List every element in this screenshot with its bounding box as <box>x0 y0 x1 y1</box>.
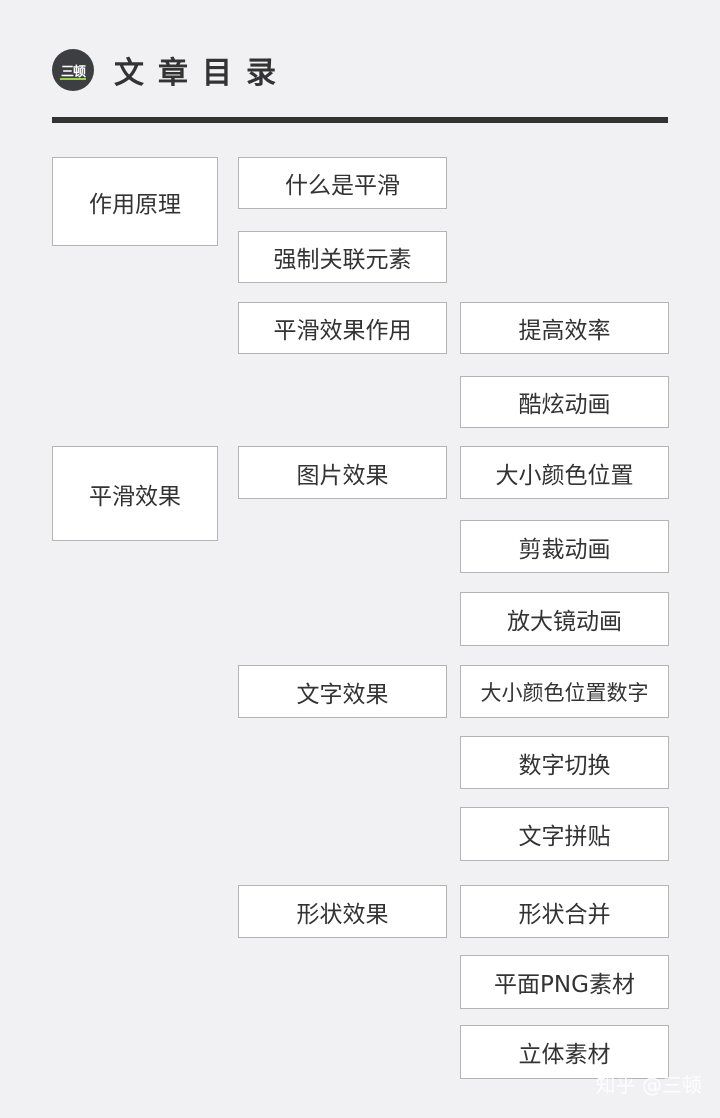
node-level3: 文字拼贴 <box>460 807 669 861</box>
logo-stripe <box>60 78 86 80</box>
logo-text: 三顿 <box>60 64 86 80</box>
node-level2: 平滑效果作用 <box>238 302 447 354</box>
node-level3: 剪裁动画 <box>460 520 669 573</box>
node-level3: 平面PNG素材 <box>460 955 669 1009</box>
node-level3: 提高效率 <box>460 302 669 354</box>
node-level3: 形状合并 <box>460 885 669 938</box>
watermark: 知乎 @三顿 <box>595 1073 702 1097</box>
node-level2: 图片效果 <box>238 446 447 499</box>
node-level2: 文字效果 <box>238 665 447 718</box>
brand-logo: 三顿 <box>52 49 94 91</box>
node-level3: 大小颜色位置 <box>460 446 669 499</box>
node-level1: 平滑效果 <box>52 446 218 541</box>
node-level3: 大小颜色位置数字 <box>460 665 669 718</box>
node-level3: 数字切换 <box>460 736 669 789</box>
node-level1: 作用原理 <box>52 157 218 246</box>
node-level3: 立体素材 <box>460 1025 669 1079</box>
page-title: 文章目录 <box>114 56 290 91</box>
node-level2: 形状效果 <box>238 885 447 938</box>
header: 三顿 文章目录 <box>52 48 290 92</box>
node-level2: 强制关联元素 <box>238 231 447 283</box>
title-divider <box>52 117 668 123</box>
node-level3: 放大镜动画 <box>460 592 669 646</box>
node-level3: 酷炫动画 <box>460 376 669 428</box>
node-level2: 什么是平滑 <box>238 157 447 209</box>
